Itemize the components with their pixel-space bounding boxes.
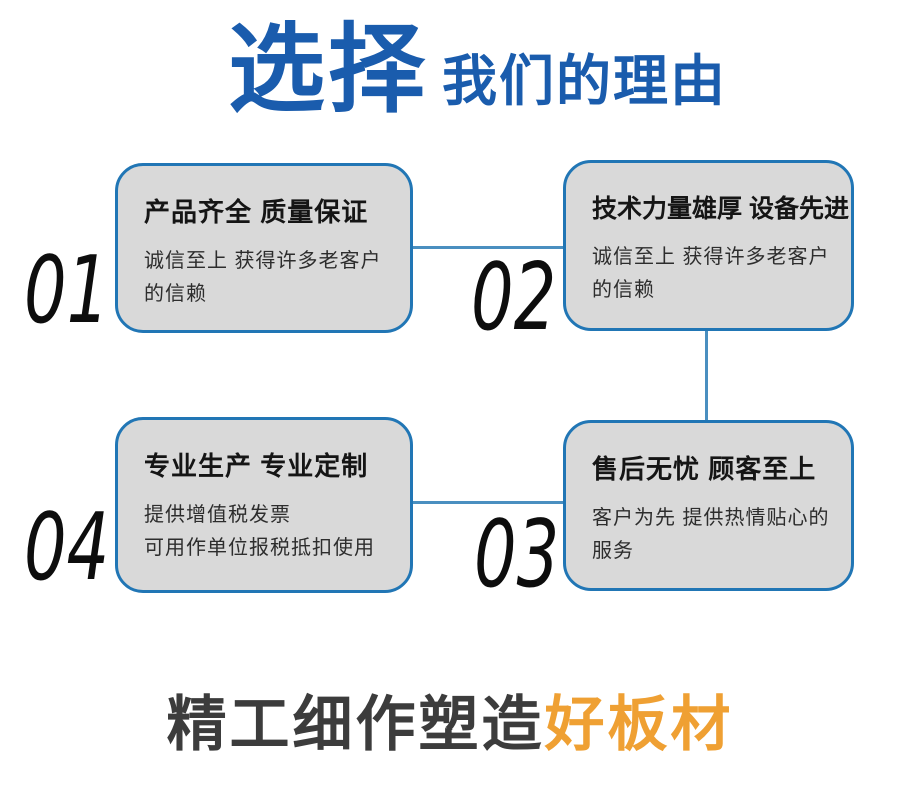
page-title-main: 选择 <box>228 15 428 124</box>
card-1-title: 产品齐全 质量保证 <box>144 197 369 227</box>
card-3-body: 客户为先 提供热情贴心的 服务 <box>592 502 833 568</box>
card-2-body: 诚信至上 获得许多老客户 的信赖 <box>592 241 833 307</box>
connector-line-bottom <box>412 501 564 504</box>
reason-card-4: 专业生产 专业定制 提供增值税发票 可用作单位报税抵扣使用 <box>115 417 413 593</box>
card-4-title: 专业生产 专业定制 <box>144 451 369 481</box>
card-2-number: 02 <box>471 243 557 351</box>
connector-line-top <box>412 246 564 249</box>
card-4-number: 04 <box>24 493 110 601</box>
footer-slogan-dark: 精工细作塑造 <box>166 691 545 758</box>
card-3-title: 售后无忧 顾客至上 <box>592 454 817 484</box>
card-1-number: 01 <box>24 236 110 344</box>
card-1-body: 诚信至上 获得许多老客户 的信赖 <box>144 245 392 311</box>
card-2-body-line-2: 的信赖 <box>592 279 655 301</box>
card-1-body-line-2: 的信赖 <box>144 283 207 305</box>
card-3-body-line-2: 服务 <box>592 540 634 562</box>
card-4-body: 提供增值税发票 可用作单位报税抵扣使用 <box>144 499 392 565</box>
reason-card-2: 技术力量雄厚 设备先进 诚信至上 获得许多老客户 的信赖 <box>563 160 854 331</box>
card-1-body-line-1: 诚信至上 获得许多老客户 <box>144 250 382 272</box>
card-4-body-line-1: 提供增值税发票 <box>144 504 291 526</box>
card-4-body-line-2: 可用作单位报税抵扣使用 <box>144 537 375 559</box>
card-3-body-line-1: 客户为先 提供热情贴心的 <box>592 507 830 529</box>
footer-slogan-accent: 好板材 <box>544 691 734 758</box>
reason-card-1: 产品齐全 质量保证 诚信至上 获得许多老客户 的信赖 <box>115 163 413 333</box>
footer-slogan: 精工细作塑造好板材 <box>0 676 900 763</box>
reason-card-3: 售后无忧 顾客至上 客户为先 提供热情贴心的 服务 <box>563 420 854 591</box>
card-2-body-line-1: 诚信至上 获得许多老客户 <box>592 246 830 268</box>
card-2-title: 技术力量雄厚 设备先进 <box>592 195 849 223</box>
page-title-sub: 我们的理由 <box>442 49 728 112</box>
card-3-number: 03 <box>474 500 560 608</box>
page-title: 选择 我们的理由 <box>228 15 728 124</box>
connector-line-middle <box>705 329 708 422</box>
